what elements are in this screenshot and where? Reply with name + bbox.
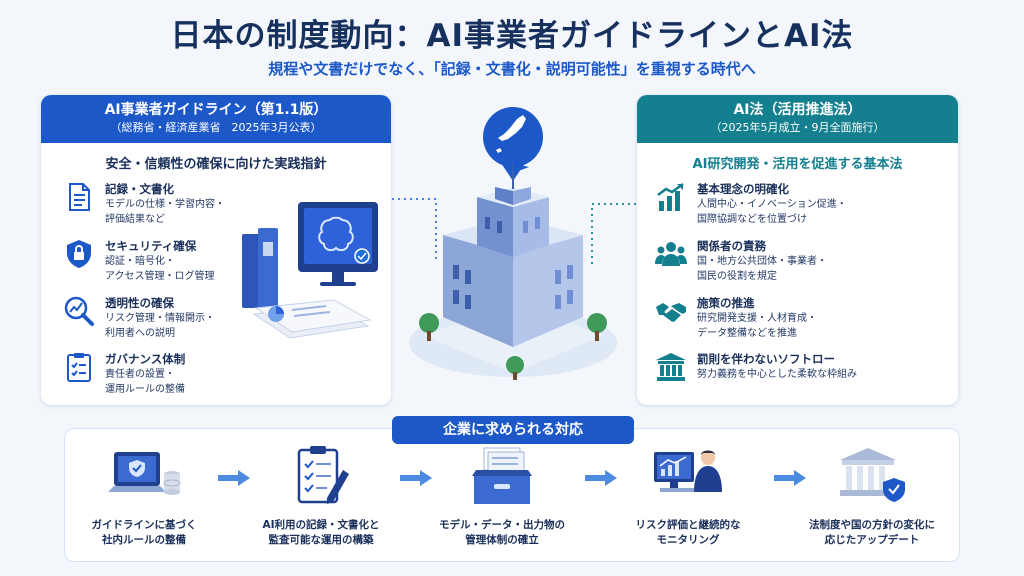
growth-chart-icon: [657, 182, 684, 211]
file-box-icon: [472, 447, 532, 504]
people-icon: [655, 242, 687, 266]
guideline-panel-subtitle: （総務省・経済産業省 2025年3月公表）: [110, 121, 322, 134]
item-description: リスク管理・情報開示・ 利用者への説明: [105, 311, 215, 341]
step-text: ガイドラインに基づく 社内ルールの整備: [64, 518, 224, 548]
item-desc-line: データ整備などを推進: [697, 328, 797, 339]
item-desc-line: アクセス管理・ログ管理: [105, 271, 215, 282]
page-title: 日本の制度動向：AI事業者ガイドラインとAI法: [170, 18, 854, 54]
step-policy-update: 法制度や国の方針の変化に 応じたアップデート: [792, 444, 952, 548]
item-desc-line: 評価結果など: [105, 214, 165, 225]
ai-monitor-documents-illustration: [242, 202, 378, 339]
step-line: 管理体制の確立: [465, 534, 539, 546]
item-description: 責任者の設置・ 運用ルールの整備: [105, 367, 185, 397]
item-description: 認証・暗号化・ アクセス管理・ログ管理: [105, 254, 215, 284]
step-line: 法制度や国の方針の変化に: [809, 519, 935, 531]
item-desc-line: 認証・暗号化・: [105, 256, 175, 267]
handshake-icon: [656, 303, 686, 322]
item-desc-line: 利用者への説明: [105, 328, 175, 339]
ai-law-panel: AI法（活用推進法） （2025年5月成立・9月全面施行） AI研究開発・活用を…: [637, 95, 958, 405]
guideline-panel-lead: 安全・信頼性の確保に向けた実践指針: [105, 157, 327, 172]
ai-law-panel-subtitle: （2025年5月成立・9月全面施行）: [710, 121, 885, 134]
item-title: 罰則を伴わないソフトロー: [697, 352, 835, 366]
ai-law-panel-title: AI法（活用推進法）: [733, 102, 862, 118]
item-title: 施策の推進: [697, 296, 755, 310]
item-title: 基本理念の明確化: [697, 182, 789, 196]
flow-arrow-icon: [400, 470, 432, 486]
item-description: 研究開発支援・人材育成・ データ整備などを推進: [697, 311, 817, 341]
step-text: 法制度や国の方針の変化に 応じたアップデート: [792, 518, 952, 548]
item-description: モデルの仕様・学習内容・ 評価結果など: [105, 197, 225, 227]
item-desc-line: 運用ルールの整備: [105, 384, 185, 395]
clipboard-pen-icon: [297, 446, 349, 504]
item-desc-line: モデルの仕様・学習内容・: [105, 199, 225, 210]
step-risk-monitoring: リスク評価と継続的な モニタリング: [608, 444, 768, 548]
document-icon: [69, 183, 90, 211]
item-title: 透明性の確保: [105, 296, 174, 310]
step-line: ガイドラインに基づく: [91, 519, 197, 531]
step-audit-records: AI利用の記録・文書化と 監査可能な運用の構築: [241, 444, 401, 548]
item-desc-line: 責任者の設置・: [105, 369, 175, 380]
step-line: 応じたアップデート: [824, 534, 920, 546]
item-desc-line: 国・地方公共団体・事業者・: [697, 256, 827, 267]
step-text: AI利用の記録・文書化と 監査可能な運用の構築: [241, 518, 401, 548]
flow-arrow-icon: [774, 470, 806, 486]
item-title: セキュリティ確保: [105, 239, 197, 253]
step-line: モニタリング: [656, 534, 720, 546]
item-description: 努力義務を中心とした柔軟な枠組み: [697, 367, 857, 382]
item-desc-line: 努力義務を中心とした柔軟な枠組み: [697, 369, 857, 380]
right-connector-line: [591, 203, 636, 266]
flow-arrow-icon: [218, 470, 250, 486]
left-connector-line: [392, 198, 437, 261]
page-subtitle: 規程や文書だけでなく、「記録・文書化・説明可能性」を重視する時代へ: [268, 60, 756, 78]
item-title: ガバナンス体制: [105, 352, 186, 366]
guideline-panel-header: AI事業者ガイドライン（第1.1版） （総務省・経済産業省 2025年3月公表）: [41, 95, 391, 143]
flow-arrow-icon: [585, 470, 617, 486]
corporate-response-label: 企業に求められる対応: [392, 416, 634, 444]
item-description: 人間中心・イノベーション促進・ 国際協調などを位置づけ: [697, 197, 847, 227]
step-text: リスク評価と継続的な モニタリング: [608, 518, 768, 548]
item-title: 記録・文書化: [105, 182, 174, 196]
step-line: モデル・データ・出力物の: [439, 519, 565, 531]
monitoring-person-icon: [654, 450, 722, 492]
item-desc-line: 国民の役割を規定: [697, 271, 777, 282]
step-model-data-management: モデル・データ・出力物の 管理体制の確立: [422, 444, 582, 548]
ai-law-panel-lead: AI研究開発・活用を促進する基本法: [692, 157, 903, 172]
step-text: モデル・データ・出力物の 管理体制の確立: [422, 518, 582, 548]
ai-law-panel-header: AI法（活用推進法） （2025年5月成立・9月全面施行）: [637, 95, 958, 143]
shield-lock-icon: [67, 240, 91, 268]
item-desc-line: 研究開発支援・人材育成・: [697, 313, 817, 324]
laptop-shield-icon: [108, 452, 181, 495]
item-desc-line: 国際協調などを位置づけ: [697, 214, 807, 225]
item-title: 関係者の責務: [697, 239, 766, 253]
guideline-panel-title: AI事業者ガイドライン（第1.1版）: [104, 102, 328, 118]
step-line: リスク評価と継続的な: [635, 519, 741, 531]
government-building-japan-illustration: [409, 107, 617, 380]
step-line: 監査可能な運用の構築: [268, 534, 374, 546]
institution-shield-icon: [840, 448, 905, 502]
checklist-icon: [67, 353, 91, 382]
step-line: AI利用の記録・文書化と: [262, 519, 380, 531]
item-desc-line: リスク管理・情報開示・: [105, 313, 215, 324]
magnifier-chart-icon: [64, 296, 94, 326]
item-desc-line: 人間中心・イノベーション促進・: [697, 199, 847, 210]
step-line: 社内ルールの整備: [102, 534, 186, 546]
government-building-icon: [656, 353, 686, 381]
step-internal-rules: ガイドラインに基づく 社内ルールの整備: [64, 444, 224, 548]
item-description: 国・地方公共団体・事業者・ 国民の役割を規定: [697, 254, 827, 284]
